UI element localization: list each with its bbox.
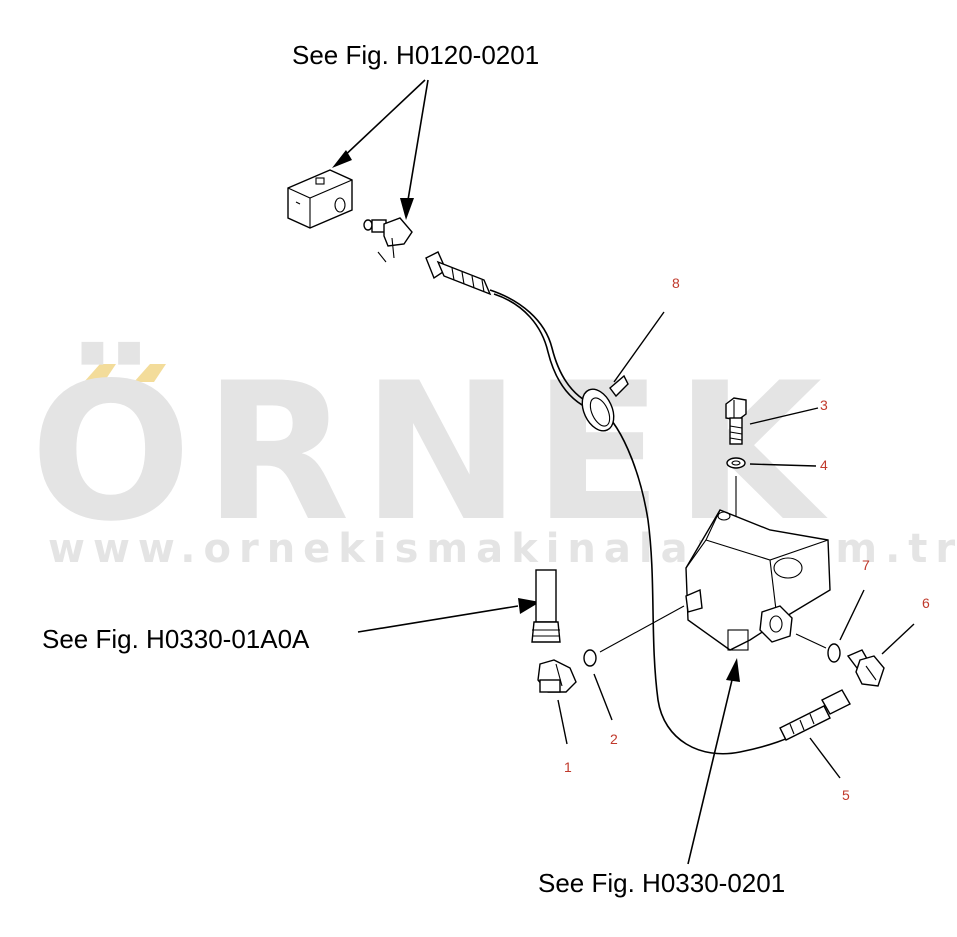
reference-label-left: See Fig. H0330-01A0A [42, 624, 310, 654]
elbow-part-1 [537, 659, 577, 693]
callout-6: 6 [922, 595, 930, 611]
callout-2: 2 [610, 731, 618, 747]
o-ring-part-7 [827, 643, 841, 663]
callout-4: 4 [820, 457, 828, 473]
callout-7: 7 [862, 557, 870, 573]
main-valve-block [685, 509, 831, 651]
watermark-accent-left [84, 364, 116, 382]
watermark-brand: ÖRNEK [30, 341, 834, 563]
tee-fitting [363, 217, 413, 263]
reference-label-bottom: See Fig. H0330-0201 [538, 868, 785, 898]
main-hose [489, 289, 801, 755]
reference-arrows [332, 79, 740, 865]
reference-label-top: See Fig. H0120-0201 [292, 40, 539, 70]
callout-3: 3 [820, 397, 828, 413]
hose-clamp [581, 374, 629, 432]
washer-part-4 [726, 457, 746, 469]
pipe-stub [531, 569, 561, 643]
watermark-accent-right [134, 364, 166, 382]
callout-1: 1 [564, 759, 572, 775]
watermark: ÖRNEK www.ornekismakinalari.com.tr [30, 341, 955, 572]
top-hose-fitting [425, 251, 492, 296]
callout-5: 5 [842, 787, 850, 803]
o-ring-part-2 [583, 649, 597, 667]
callout-leaders [557, 311, 915, 779]
fitting-part-6 [846, 649, 885, 687]
bolt-part-3 [725, 397, 747, 445]
top-valve-block [287, 169, 353, 229]
hose-fitting-part-5 [779, 689, 851, 741]
callout-8: 8 [672, 275, 680, 291]
